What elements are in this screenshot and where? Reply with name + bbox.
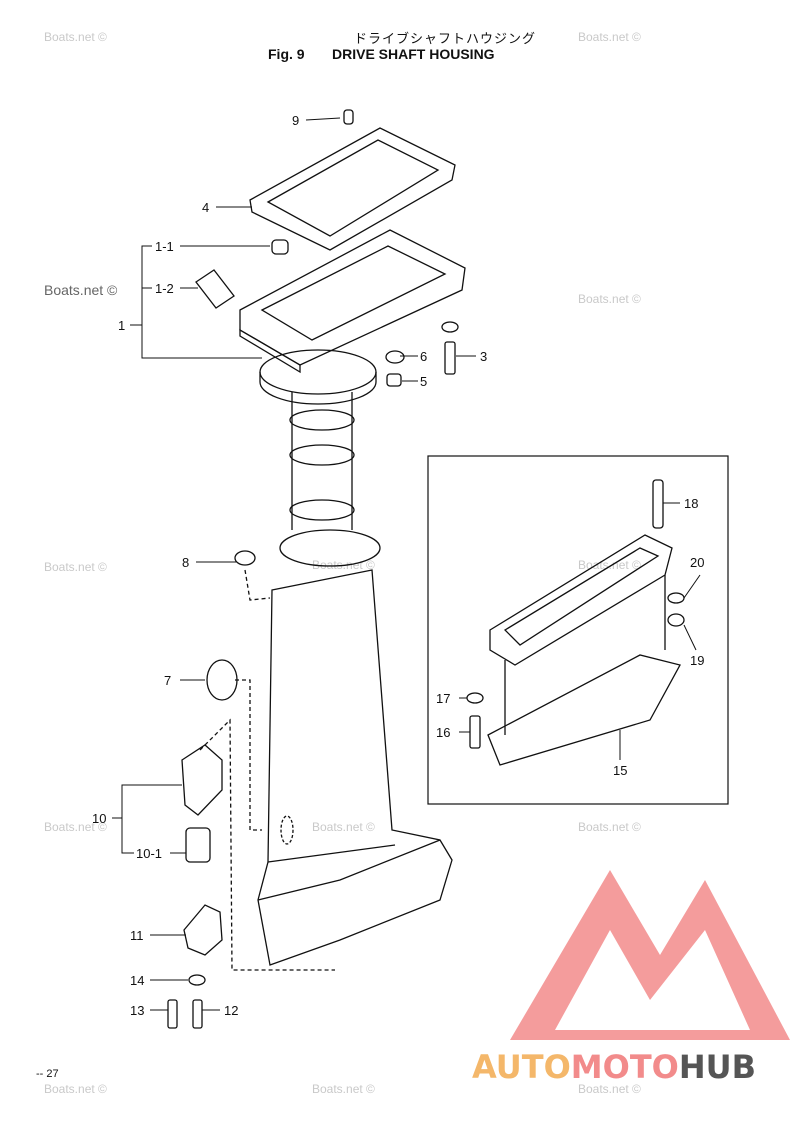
washer-part — [466, 692, 484, 704]
bolt-part — [167, 999, 178, 1029]
top-plate-side — [239, 328, 301, 374]
bolt-part — [192, 999, 203, 1029]
part-label-12: 12 — [224, 1003, 238, 1018]
part-label-17: 17 — [436, 691, 450, 706]
housing-top-opening — [260, 245, 447, 341]
logo-text-hub: HUB — [679, 1048, 756, 1086]
figure-name: DRIVE SHAFT HOUSING — [332, 46, 495, 62]
cover-plate — [489, 534, 673, 666]
part-label-9: 9 — [292, 113, 299, 128]
cover-opening — [503, 547, 660, 646]
part-label-7: 7 — [164, 673, 171, 688]
logo-text-auto: AUTO — [472, 1048, 571, 1086]
part-label-4: 4 — [202, 200, 209, 215]
part-label-8: 8 — [182, 555, 189, 570]
housing-body-edge — [267, 844, 396, 863]
watermark: Boats.net © — [578, 1082, 641, 1096]
leader-lines — [112, 117, 701, 1011]
cover-walls — [504, 575, 666, 735]
sleeve-part — [195, 269, 235, 309]
title-japanese: ドライブシャフトハウジング — [353, 32, 536, 47]
part-label-1-1: 1-1 — [155, 239, 174, 254]
part-label-10-1: 10-1 — [136, 846, 162, 861]
bushing-part — [185, 827, 211, 863]
housing-hidden-port — [280, 815, 294, 845]
watermark: Boats.net © — [44, 282, 118, 298]
part-label-5: 5 — [420, 374, 427, 389]
bolt-part — [444, 341, 456, 375]
housing-top-plate — [239, 229, 466, 366]
washer-part — [667, 592, 685, 604]
nut-part — [386, 373, 402, 387]
watermark: Boats.net © — [578, 292, 641, 306]
part-label-19: 19 — [690, 653, 704, 668]
watermark: Boats.net © — [578, 30, 641, 44]
part-label-20: 20 — [690, 555, 704, 570]
nut-part — [667, 613, 685, 627]
assembly-line — [244, 569, 271, 601]
automotohub-logo: AUTOMOTOHUB — [472, 870, 790, 1086]
part-label-1: 1 — [118, 318, 125, 333]
part-label-6: 6 — [420, 349, 427, 364]
inset-drawing — [466, 479, 685, 766]
figure-number: Fig. 9 — [268, 46, 305, 62]
bracket-part — [181, 744, 223, 816]
watermark: Boats.net © — [578, 558, 641, 572]
part-label-14: 14 — [130, 973, 144, 988]
part-label-3: 3 — [480, 349, 487, 364]
page-number: -- 27 — [36, 1068, 59, 1080]
part-label-11: 11 — [130, 928, 144, 943]
watermark: Boats.net © — [44, 560, 107, 574]
washer-part — [441, 321, 459, 333]
neck-ring — [289, 444, 355, 466]
lower-flange — [279, 529, 381, 567]
figure-title: Fig. 9 DRIVE SHAFT HOUSING — [268, 46, 495, 62]
dowel-pin-part — [343, 109, 354, 125]
watermark: Boats.net © — [44, 820, 107, 834]
part-label-1-2: 1-2 — [155, 281, 174, 296]
part-label-15: 15 — [613, 763, 627, 778]
washer-part — [385, 350, 405, 364]
washer-part — [188, 974, 206, 986]
neck-ring — [289, 499, 355, 521]
logo-text: AUTOMOTOHUB — [472, 1048, 756, 1086]
assembly-line — [199, 718, 335, 971]
assembly-line — [235, 679, 262, 831]
logo-mark-cutout — [555, 930, 750, 1030]
part-label-13: 13 — [130, 1003, 144, 1018]
gasket-inner — [266, 139, 440, 237]
watermark: Boats.net © — [578, 820, 641, 834]
plug-part — [234, 550, 256, 566]
neck-ring — [289, 409, 355, 431]
part-label-18: 18 — [684, 496, 698, 511]
logo-text-moto: MOTO — [571, 1048, 679, 1086]
stud-part — [652, 479, 664, 529]
watermark: Boats.net © — [44, 1082, 107, 1096]
part-label-10: 10 — [92, 811, 106, 826]
housing-body — [257, 569, 453, 966]
gasket-part — [249, 127, 456, 251]
plate-part — [183, 904, 223, 956]
watermark: Boats.net © — [312, 820, 375, 834]
collar-side — [259, 372, 377, 405]
grommet-part — [206, 659, 238, 701]
housing-body-edge — [257, 839, 441, 901]
bolt-part — [469, 715, 481, 749]
drive-shaft-housing-drawing — [167, 109, 466, 1029]
bushing-part — [271, 239, 289, 255]
detail-inset-frame — [427, 455, 729, 805]
part-labels: 9 4 1-1 1-2 1 6 3 5 8 7 10 10-1 11 14 13… — [92, 113, 704, 1018]
part-label-16: 16 — [436, 725, 450, 740]
watermark: Boats.net © — [312, 1082, 375, 1096]
cover-base — [487, 654, 681, 766]
watermark: Boats.net © — [44, 30, 107, 44]
